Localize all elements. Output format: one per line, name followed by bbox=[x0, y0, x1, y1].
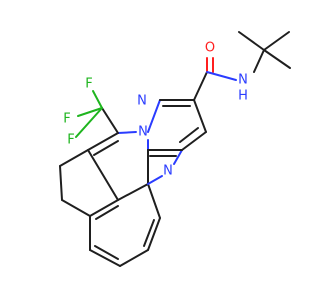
molecule-canvas: N N N N H O F F F bbox=[59, 31, 291, 267]
bond-amide-n bbox=[206, 71, 237, 81]
bond-cf3-f1 bbox=[92, 90, 103, 109]
bond-ch2-1 bbox=[61, 199, 91, 217]
bond-benzo-4-inner bbox=[94, 245, 119, 260]
bond-benzo-2-inner bbox=[143, 219, 155, 247]
bond-pyraz-4 bbox=[181, 131, 207, 151]
bond-ch2-3 bbox=[59, 149, 89, 167]
bond-pyraz-1 bbox=[147, 99, 161, 133]
atom-o-carbonyl: O bbox=[205, 41, 215, 56]
atom-n-pyrimidine: N bbox=[163, 164, 173, 179]
bond-pyrim-1-inner bbox=[93, 140, 119, 156]
bond-benzo-1 bbox=[147, 183, 161, 219]
bond-cf3-f2 bbox=[77, 107, 103, 117]
bond-benzo-3 bbox=[119, 249, 149, 267]
bond-cf3-f3 bbox=[75, 107, 103, 138]
bond-pyrim-1 bbox=[87, 132, 119, 151]
bond-pyraz-4-inner bbox=[179, 127, 199, 143]
bond-tbu-2 bbox=[238, 31, 265, 51]
atom-labels: N N N N H O F F F bbox=[63, 41, 248, 179]
atom-f-1: F bbox=[85, 77, 92, 92]
molecule-diagram: N N N N H O F F F bbox=[59, 31, 291, 267]
bond-cf3-1 bbox=[101, 107, 119, 134]
bond-ring-join bbox=[87, 149, 119, 201]
bond-benzo-2 bbox=[147, 217, 161, 251]
bond-pyrim-6 bbox=[173, 149, 183, 165]
atom-n-amide: N bbox=[238, 73, 248, 88]
bond-ch2-2 bbox=[59, 165, 63, 201]
bond-pyrim-5 bbox=[147, 175, 163, 185]
atom-n-pyrazole-1: N bbox=[137, 94, 147, 109]
bond-benzo-6-inner bbox=[95, 205, 119, 220]
bond-tbu-1 bbox=[253, 49, 265, 73]
bond-tbu-4 bbox=[263, 49, 291, 69]
bond-benzo-6 bbox=[89, 199, 119, 217]
atom-n-pyrazole-2: N bbox=[138, 125, 148, 140]
bonds bbox=[59, 31, 291, 267]
atom-f-3: F bbox=[67, 133, 74, 148]
bond-amide-c bbox=[193, 71, 208, 101]
bond-benzo-4 bbox=[89, 249, 121, 267]
bond-pyrim-2 bbox=[117, 131, 137, 134]
atom-f-2: F bbox=[63, 112, 70, 127]
bond-benzo-7 bbox=[117, 183, 149, 201]
atom-h-amide: H bbox=[238, 89, 248, 104]
bond-pyraz-3 bbox=[193, 99, 207, 133]
bond-tbu-3 bbox=[263, 31, 290, 51]
